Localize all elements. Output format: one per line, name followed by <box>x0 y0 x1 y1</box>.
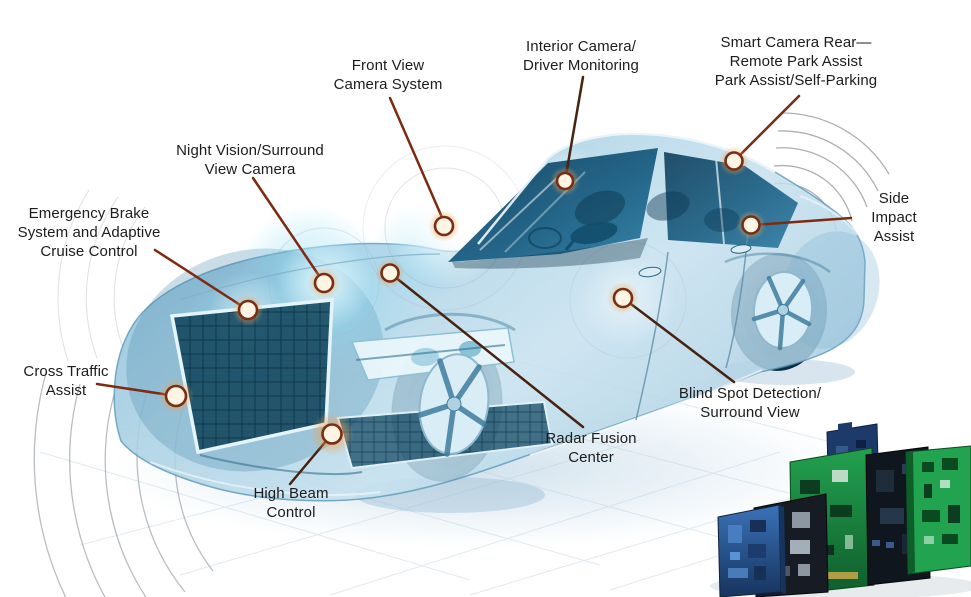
leader-line-front-view-camera <box>388 96 446 224</box>
label-interior-camera: Interior Camera/ Driver Monitoring <box>523 38 639 74</box>
leader-line-interior-camera <box>563 75 585 183</box>
b-pillar <box>715 157 725 245</box>
pcb-board-green-right <box>905 445 971 575</box>
rear-door-handle <box>730 244 752 254</box>
label-blind-spot: Blind Spot Detection/ Surround View <box>678 385 822 421</box>
callout-dot-side-impact <box>736 210 766 240</box>
door-mirror <box>564 222 618 251</box>
side-radar-waves <box>57 189 146 362</box>
leader-lines <box>95 75 853 486</box>
body-lines <box>149 195 859 496</box>
leader-line-side-impact <box>751 216 853 227</box>
callout-dot-emergency-brake <box>232 294 264 326</box>
leader-line-radar-fusion <box>388 271 585 429</box>
pcb-board-blue-left <box>717 504 786 597</box>
circuit-boards-image <box>710 422 971 597</box>
label-cross-traffic: Cross Traffic Assist <box>23 363 109 399</box>
callout-dot-night-vision <box>308 267 340 299</box>
label-smart-camera-rear: Smart Camera Rear— Remote Park Assist Pa… <box>714 34 878 89</box>
callout-dot-smart-camera-rear <box>719 146 749 176</box>
label-night-vision: Night Vision/Surround View Camera <box>176 142 324 178</box>
front-wheel-rim <box>417 353 490 457</box>
cabin-interior-shapes <box>452 190 740 269</box>
leader-line-smart-camera-rear <box>732 94 801 163</box>
callout-dot-high-beam <box>310 412 354 456</box>
callout-dot-interior-camera <box>550 166 580 196</box>
callout-dot-radar-fusion <box>375 258 405 288</box>
label-emergency-brake: Emergency Brake System and Adaptive Crui… <box>17 205 161 260</box>
rear-wheel-rim <box>751 271 814 351</box>
callout-dot-blind-spot <box>607 282 639 314</box>
leader-line-emergency-brake <box>153 248 250 312</box>
leader-line-blind-spot <box>621 296 736 384</box>
callout-dots <box>158 146 766 456</box>
callout-dot-cross-traffic <box>158 378 194 414</box>
front-door-handle <box>638 266 662 278</box>
leader-line-night-vision <box>251 176 326 285</box>
callout-dot-front-view-camera <box>428 210 460 242</box>
label-high-beam: High Beam Control <box>253 485 329 521</box>
label-side-impact: Side Impact Assist <box>871 190 917 245</box>
label-radar-fusion: Radar Fusion Center <box>545 430 637 466</box>
label-front-view-camera: Front View Camera System <box>333 57 443 93</box>
